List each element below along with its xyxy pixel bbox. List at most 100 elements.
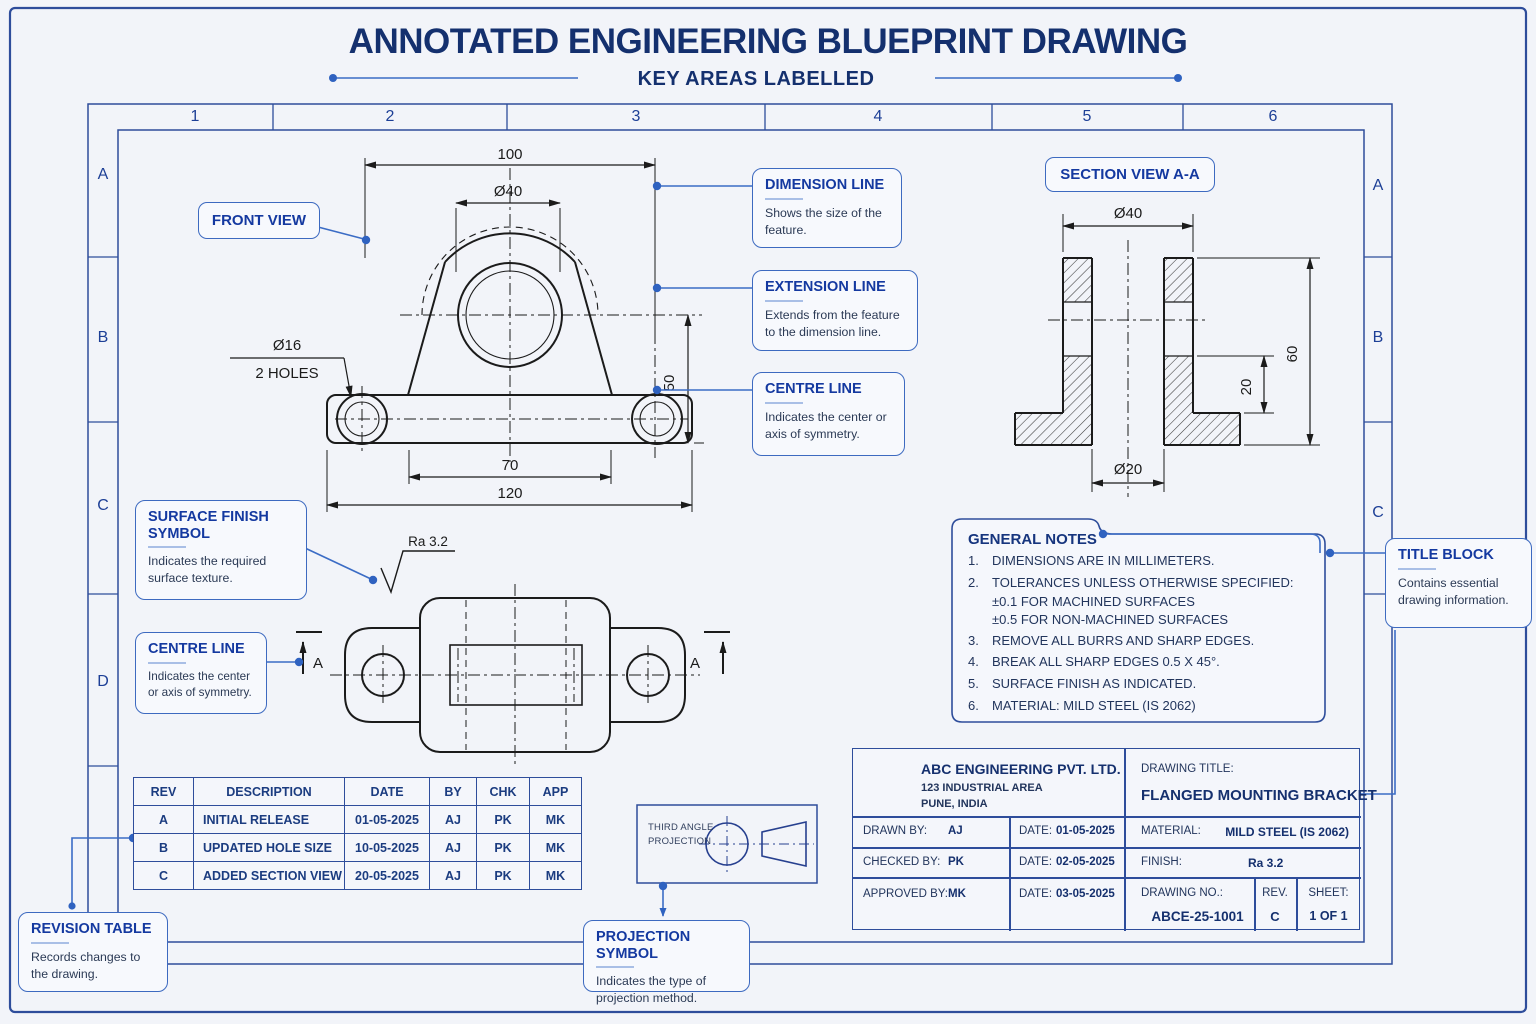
page-title: ANNOTATED ENGINEERING BLUEPRINT DRAWING — [348, 22, 1188, 61]
company-address-1: 123 INDUSTRIAL AREA — [921, 782, 1043, 794]
projection-text-line1: THIRD ANGLE — [648, 822, 714, 833]
drawing-no-value: ABCE-25-1001 — [1151, 909, 1244, 924]
date-2-value: 02-05-2025 — [1056, 856, 1115, 868]
note-3-num: 3. — [968, 633, 979, 648]
cell-date: 20-05-2025 — [344, 861, 430, 890]
general-notes-title: GENERAL NOTES — [968, 531, 1097, 548]
section-view-label-text: SECTION VIEW A-A — [1060, 166, 1200, 183]
cell-chk: PK — [476, 833, 530, 862]
callout-title: CENTRE LINE — [765, 381, 862, 397]
dim-50: 50 — [661, 375, 678, 392]
title-underline — [31, 941, 69, 944]
drawing-no-label: DRAWING NO.: — [1141, 887, 1223, 899]
grid-col-1: 1 — [190, 108, 200, 125]
dim-100: 100 — [497, 146, 522, 163]
callout-title: SURFACE FINISH SYMBOL — [148, 509, 269, 542]
callout-body: Extends from the feature to the dimensio… — [765, 307, 900, 339]
grid-col-4: 4 — [873, 108, 883, 125]
callout-title: EXTENSION LINE — [765, 279, 886, 295]
section-view-label: SECTION VIEW A-A — [1045, 157, 1215, 192]
grid-row-left-c: C — [97, 497, 109, 514]
callout-title: CENTRE LINE — [148, 641, 245, 657]
finish-value: Ra 3.2 — [1248, 856, 1284, 870]
material-value: MILD STEEL (IS 2062) — [1225, 825, 1349, 839]
dim-section-60: 60 — [1284, 346, 1301, 363]
note-2-sub-2: ±0.5 FOR NON-MACHINED SURFACES — [992, 612, 1229, 627]
callout-body: Records changes to the drawing. — [31, 949, 141, 981]
title-underline — [1398, 567, 1436, 570]
date-1-label: DATE: — [1019, 825, 1053, 837]
note-2-sub-1: ±0.1 FOR MACHINED SURFACES — [992, 594, 1195, 609]
cell-app: MK — [529, 861, 582, 890]
callout-title: REVISION TABLE — [31, 921, 152, 937]
grid-row-right-c: C — [1372, 504, 1384, 521]
note-1-text: DIMENSIONS ARE IN MILLIMETERS. — [992, 553, 1215, 568]
front-view-label: FRONT VIEW — [198, 202, 320, 239]
callout-title-block: TITLE BLOCK Contains essential drawing i… — [1385, 538, 1532, 628]
dim-section-d20: Ø20 — [1114, 461, 1142, 478]
section-letter-right: A — [690, 655, 700, 672]
grid-col-5: 5 — [1082, 108, 1092, 125]
cell-chk: PK — [476, 805, 530, 834]
projection-symbol-box — [636, 804, 818, 884]
approved-by-value: MK — [948, 888, 966, 900]
checked-by-label: CHECKED BY: — [863, 856, 941, 868]
approved-by-label: APPROVED BY: — [863, 888, 949, 900]
cell-by: AJ — [429, 805, 477, 834]
table-row: B UPDATED HOLE SIZE 10-05-2025 AJ PK MK — [133, 833, 582, 862]
date-2-label: DATE: — [1019, 856, 1053, 868]
section-letter-left: A — [313, 655, 323, 672]
cell-rev: A — [133, 805, 194, 834]
general-notes-box — [951, 518, 1326, 723]
rev-label: REV. — [1262, 887, 1288, 899]
callout-centre-line-right: CENTRE LINE Indicates the center or axis… — [752, 372, 905, 456]
cell-app: MK — [529, 805, 582, 834]
rev-value: C — [1270, 909, 1280, 924]
callout-centre-line-left: CENTRE LINE Indicates the center or axis… — [135, 632, 267, 714]
col-app: APP — [529, 777, 582, 806]
cell-date: 10-05-2025 — [344, 833, 430, 862]
section-view-drawing: Ø40 60 20 Ø20 — [1014, 205, 1320, 497]
page-subtitle: KEY AREAS LABELLED — [637, 68, 875, 90]
note-1-num: 1. — [968, 553, 979, 568]
title-underline — [765, 401, 803, 404]
cell-description: UPDATED HOLE SIZE — [193, 833, 345, 862]
cell-description: INITIAL RELEASE — [193, 805, 345, 834]
callout-body: Indicates the required surface texture. — [148, 554, 267, 586]
subtitle-rule — [329, 74, 1182, 82]
revision-table-header-row: REV DESCRIPTION DATE BY CHK APP — [133, 777, 582, 806]
grid-row-left-d: D — [97, 673, 109, 690]
revision-table: REV DESCRIPTION DATE BY CHK APP A INITIA… — [133, 777, 582, 890]
note-5-text: SURFACE FINISH AS INDICATED. — [992, 676, 1197, 691]
grid-col-3: 3 — [631, 108, 641, 125]
checked-by-value: PK — [948, 856, 964, 868]
surface-finish-symbol: Ra 3.2 — [380, 534, 455, 595]
grid-row-left-a: A — [97, 166, 109, 183]
date-3-value: 03-05-2025 — [1056, 888, 1115, 900]
grid-row-left-b: B — [97, 329, 109, 346]
table-row: A INITIAL RELEASE 01-05-2025 AJ PK MK — [133, 805, 582, 834]
callout-surface-finish: SURFACE FINISH SYMBOL Indicates the requ… — [135, 500, 307, 600]
note-4-text: BREAK ALL SHARP EDGES 0.5 X 45°. — [992, 654, 1220, 669]
projection-text-line2: PROJECTION — [648, 836, 712, 847]
material-label: MATERIAL: — [1141, 825, 1201, 837]
callout-title: DIMENSION LINE — [765, 177, 885, 193]
note-2-text: TOLERANCES UNLESS OTHERWISE SPECIFIED: — [992, 575, 1294, 590]
note-4-num: 4. — [968, 654, 979, 669]
note-6-num: 6. — [968, 698, 979, 713]
col-date: DATE — [344, 777, 430, 806]
title-underline — [596, 966, 634, 969]
cell-date: 01-05-2025 — [344, 805, 430, 834]
grid-col-6: 6 — [1268, 108, 1278, 125]
cell-by: AJ — [429, 861, 477, 890]
callout-body: Indicates the center or axis of symmetry… — [148, 669, 252, 699]
date-1-value: 01-05-2025 — [1056, 825, 1115, 837]
callout-body: Indicates the type of projection method. — [596, 974, 707, 1006]
dim-2holes: 2 HOLES — [255, 365, 318, 382]
dim-120: 120 — [497, 485, 522, 502]
table-row: C ADDED SECTION VIEW 20-05-2025 AJ PK MK — [133, 861, 582, 890]
surface-finish-value: Ra 3.2 — [408, 534, 448, 549]
dim-section-20: 20 — [1238, 379, 1255, 396]
col-by: BY — [429, 777, 477, 806]
